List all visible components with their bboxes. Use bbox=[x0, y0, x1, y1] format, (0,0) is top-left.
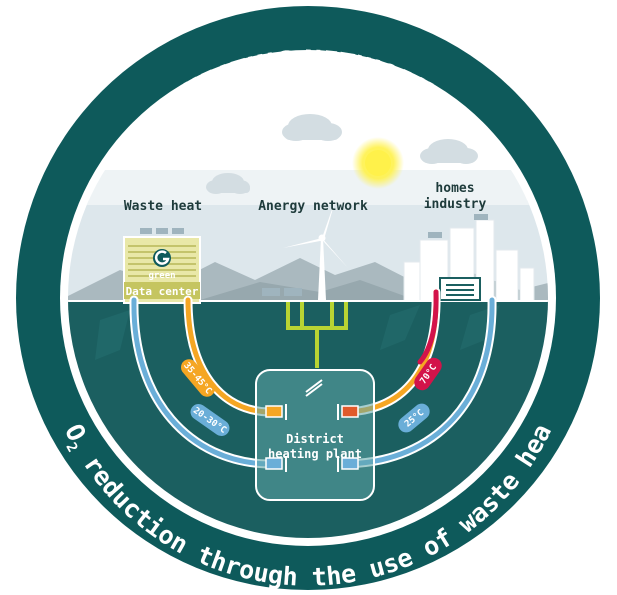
data-center-label: Data center bbox=[126, 285, 199, 298]
wind-turbine-icon bbox=[283, 198, 348, 300]
city-buildings bbox=[403, 219, 535, 303]
homes-label: homes bbox=[435, 181, 474, 196]
anergy-pipes bbox=[286, 302, 348, 368]
district-heating-plant: District heating plant bbox=[255, 369, 375, 501]
plant-label-line1: District bbox=[286, 432, 344, 446]
logo-text: green bbox=[148, 271, 175, 281]
exchanger-icon bbox=[341, 457, 359, 470]
exchanger-icon bbox=[265, 457, 283, 470]
anergy-network-label: Anergy network bbox=[258, 199, 368, 214]
cloud-icon bbox=[420, 139, 478, 164]
data-center-building: green Data center bbox=[123, 236, 201, 304]
exchanger-icon bbox=[265, 405, 283, 418]
exchanger-icon bbox=[341, 405, 359, 418]
sun-icon bbox=[365, 150, 391, 176]
cloud-icon bbox=[206, 173, 250, 194]
industry-label: industry bbox=[424, 197, 487, 212]
solar-panels bbox=[140, 214, 488, 296]
home-substation bbox=[439, 277, 481, 301]
cloud-icon bbox=[282, 114, 342, 141]
waste-heat-label: Waste heat bbox=[124, 199, 202, 214]
